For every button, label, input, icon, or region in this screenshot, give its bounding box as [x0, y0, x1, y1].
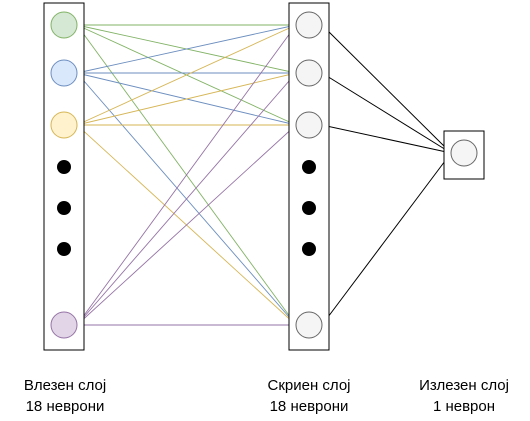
output-layer-caption: Излезен слој 1 неврон [394, 375, 530, 417]
input-layer-count: 18 неврони [25, 398, 105, 415]
layer-boxes [43, 2, 485, 351]
hidden-layer-title: Скриен слој [267, 377, 351, 394]
hidden-output-edge [321, 72, 452, 154]
output-neuron [450, 139, 478, 167]
hidden-neuron [295, 11, 323, 39]
hidden-layer-count: 18 неврони [269, 398, 349, 415]
neurons [50, 11, 478, 339]
output-layer-title: Излезен слој [419, 377, 509, 394]
input-hidden-edge [76, 24, 297, 326]
input-layer-caption: Влезен слој 18 неврони [0, 375, 135, 417]
hidden-output-edge [321, 152, 452, 326]
hidden-output-edge [321, 24, 452, 154]
input-neuron [50, 59, 78, 87]
hidden-neuron [295, 111, 323, 139]
hidden-layer-box [288, 2, 330, 351]
input-layer-title: Влезен слој [23, 377, 107, 394]
input-layer-box [43, 2, 85, 351]
hidden-ellipsis-dot [302, 242, 316, 256]
connections [76, 21, 452, 329]
input-hidden-edge [76, 24, 297, 126]
hidden-ellipsis-dot [302, 160, 316, 174]
input-neuron [50, 11, 78, 39]
input-ellipsis-dot [57, 160, 71, 174]
output-layer-count: 1 неврон [432, 398, 496, 415]
input-neuron [50, 111, 78, 139]
input-hidden-edge [76, 72, 297, 326]
hidden-output-edge [321, 124, 452, 156]
hidden-layer-caption: Скриен слој 18 неврони [239, 375, 379, 417]
input-hidden-edge [76, 22, 297, 74]
input-neuron [50, 311, 78, 339]
hidden-ellipsis-dot [302, 201, 316, 215]
input-ellipsis-dot [57, 242, 71, 256]
input-ellipsis-dot [57, 201, 71, 215]
input-hidden-edge [76, 71, 297, 126]
hidden-neuron [295, 59, 323, 87]
hidden-neuron [295, 311, 323, 339]
input-hidden-edge [76, 124, 297, 326]
